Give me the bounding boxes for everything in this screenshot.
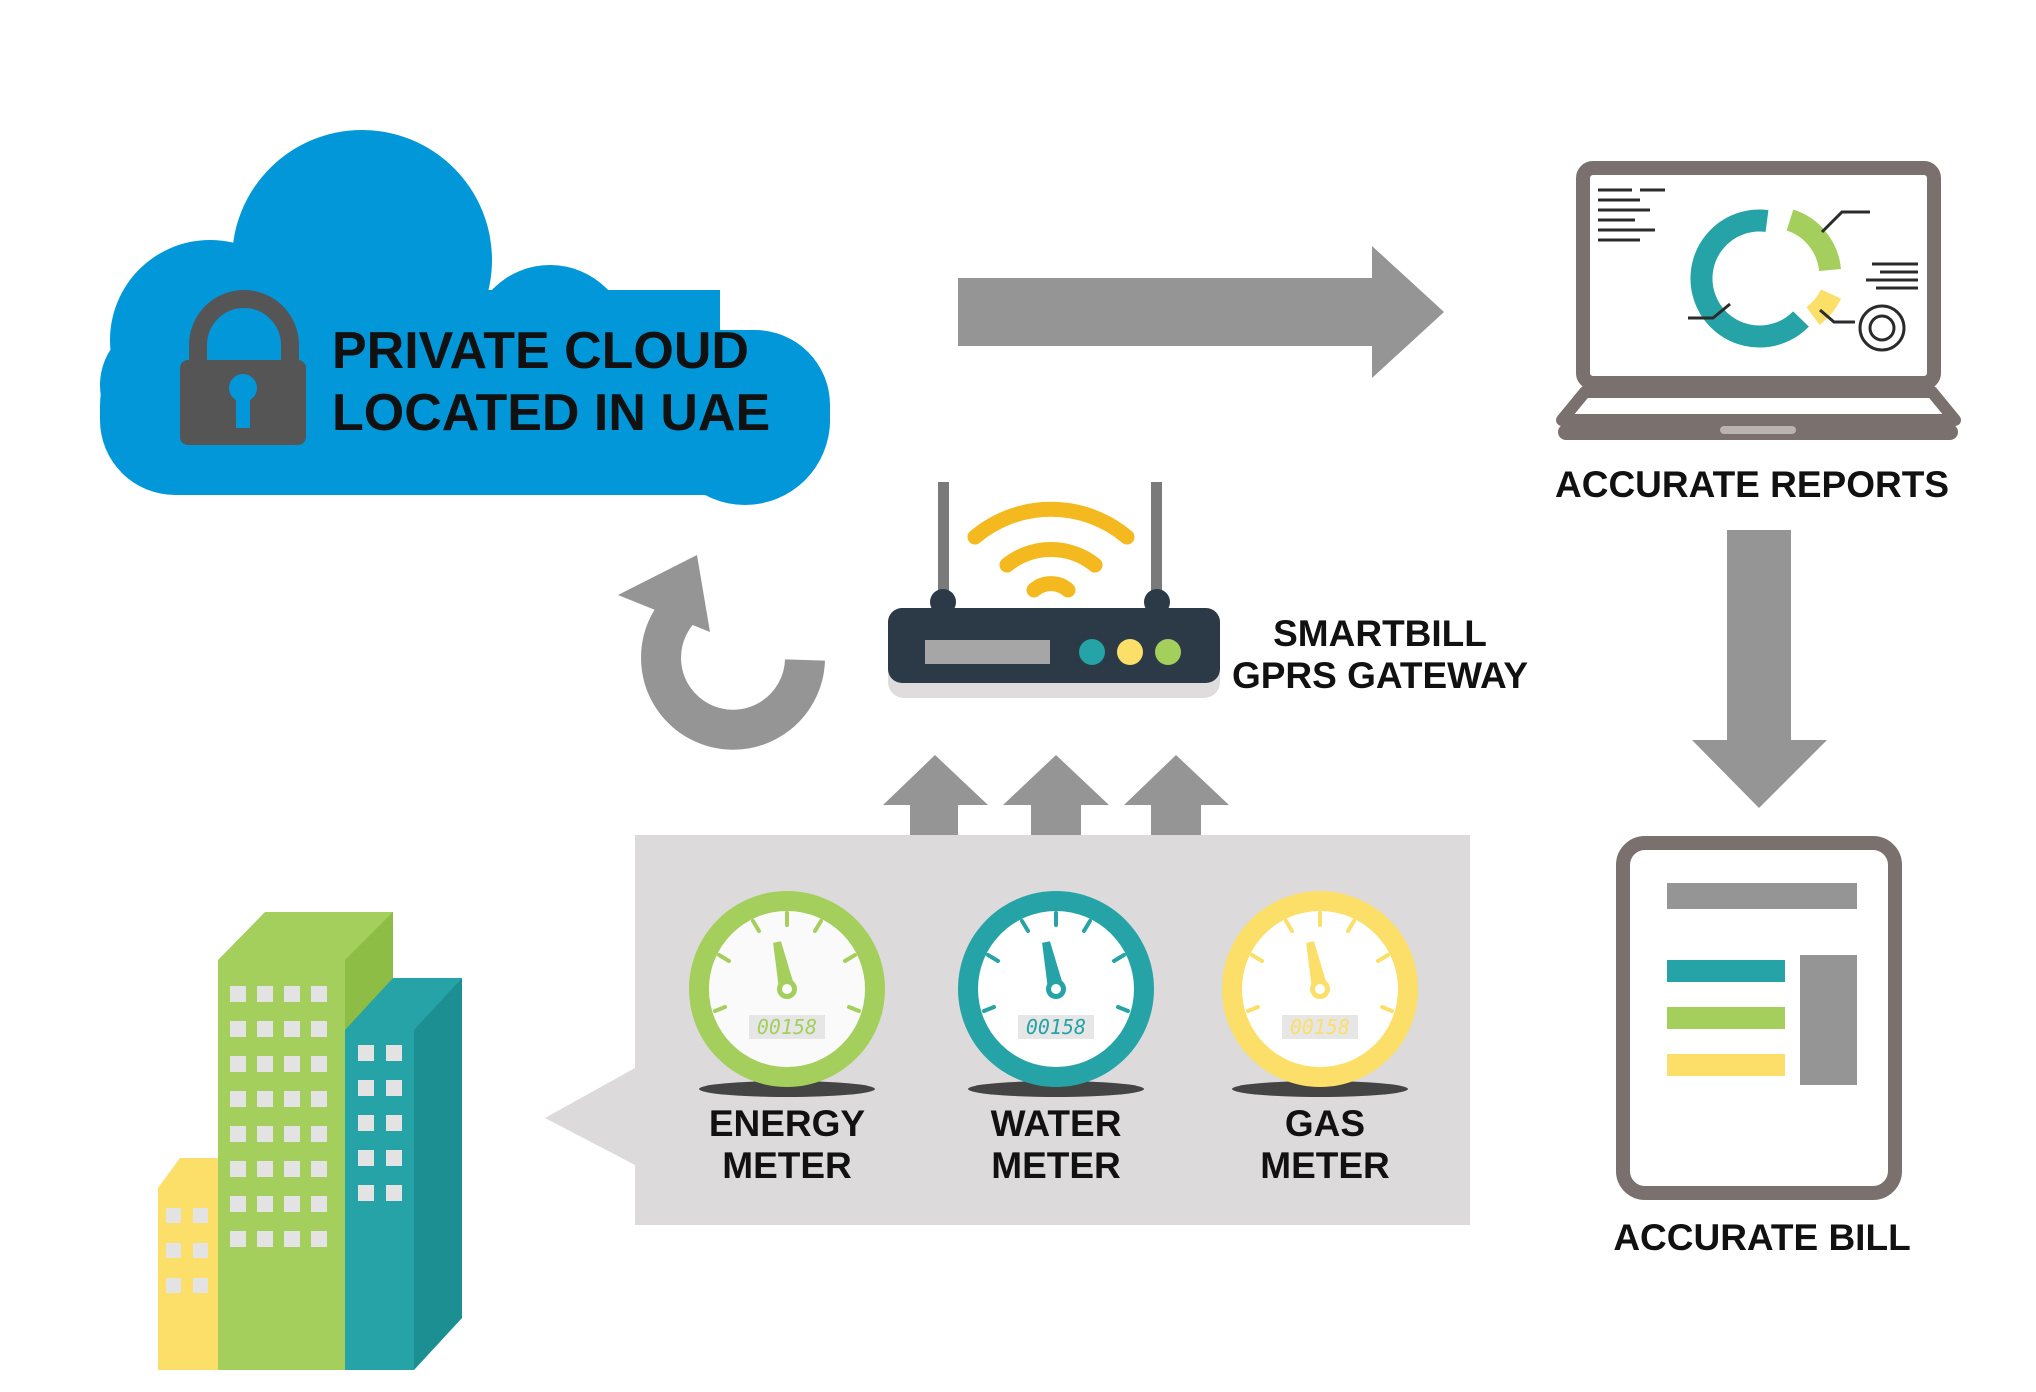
energy-meter-label-line1: ENERGY — [709, 1103, 866, 1144]
curved-arrow-up-to-cloud — [618, 555, 825, 750]
water-meter-label-line2: METER — [991, 1145, 1121, 1186]
private-cloud: PRIVATE CLOUD LOCATED IN UAE — [100, 130, 830, 505]
buildings-icon — [158, 912, 462, 1370]
lock-icon — [180, 290, 306, 445]
water-meter: 00158 — [958, 891, 1154, 1097]
bill-document-icon — [1616, 836, 1902, 1200]
upload-arrows — [883, 755, 1229, 850]
up-arrow-1 — [883, 755, 988, 850]
bill-label: ACCURATE BILL — [1613, 1217, 1910, 1258]
router-icon — [888, 482, 1220, 698]
energy-meter-reading: 00158 — [757, 1015, 817, 1039]
gas-meter-reading: 00158 — [1290, 1015, 1350, 1039]
gas-meter-label-line2: METER — [1260, 1145, 1390, 1186]
water-meter-label-line1: WATER — [991, 1103, 1122, 1144]
energy-meter-label-line2: METER — [722, 1145, 852, 1186]
arrow-right-to-reports — [958, 246, 1444, 378]
gas-meter-label-line1: GAS — [1285, 1103, 1365, 1144]
arrow-down-to-bill — [1692, 530, 1827, 808]
donut-chart-icon — [1690, 209, 1841, 348]
energy-meter: 00158 — [689, 891, 885, 1097]
wifi-icon — [967, 501, 1135, 598]
gateway-label-line1: SMARTBILL — [1273, 613, 1487, 654]
cloud-title-line2: LOCATED IN UAE — [332, 384, 770, 442]
gas-meter: 00158 — [1222, 891, 1418, 1097]
laptop-report-icon — [1556, 161, 1961, 440]
gateway-label-line2: GPRS GATEWAY — [1232, 655, 1528, 696]
water-meter-reading: 00158 — [1026, 1015, 1086, 1039]
up-arrow-3 — [1124, 755, 1229, 850]
panel-pointer — [545, 1068, 635, 1165]
up-arrow-2 — [1003, 755, 1109, 850]
reports-label: ACCURATE REPORTS — [1555, 464, 1949, 505]
cloud-title-line1: PRIVATE CLOUD — [332, 322, 749, 380]
